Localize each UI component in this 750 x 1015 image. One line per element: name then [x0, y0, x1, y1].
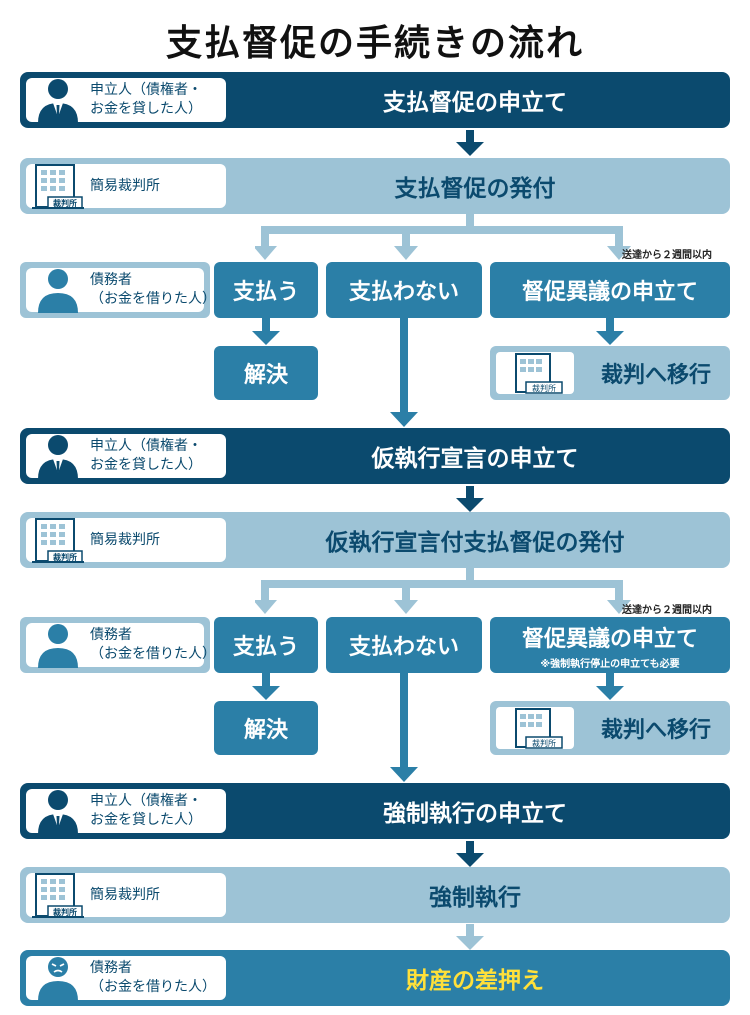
- branch-connector: [255, 568, 631, 614]
- actor-court: 裁判所 簡易裁判所: [26, 872, 226, 918]
- arrow-down-icon: [390, 318, 418, 427]
- arrow-down-icon: [456, 486, 484, 512]
- actor-label-line1: 債務者: [90, 272, 132, 288]
- actor-court: 裁判所 簡易裁判所: [26, 163, 226, 209]
- step-band-compulsory-execution: 裁判所 簡易裁判所 強制執行: [20, 867, 730, 923]
- resolved-box: 解決: [214, 701, 318, 755]
- option-no-pay: 支払わない: [326, 262, 482, 318]
- actor-label-line2: お金を貸した人）: [90, 457, 202, 473]
- step-band-payment-order-application: 申立人（債権者・お金を貸した人） 支払督促の申立て: [20, 72, 730, 128]
- trial-tile: 裁判所 裁判へ移行: [490, 346, 730, 400]
- page-title: 支払督促の手続きの流れ: [165, 23, 584, 64]
- actor-label-line1: 債務者: [90, 627, 132, 643]
- distressed-person-icon: [32, 955, 84, 1001]
- option-no-pay: 支払わない: [326, 617, 482, 673]
- court-sign: 裁判所: [53, 907, 77, 917]
- step-band-provisional-execution-application: 申立人（債権者・お金を貸した人） 仮執行宣言の申立て: [20, 428, 730, 484]
- actor-label: 簡易裁判所: [90, 886, 160, 903]
- actor-debtor: 債務者 （お金を借りた人）: [26, 622, 216, 668]
- person-icon: [32, 622, 84, 668]
- actor-court: 裁判所 簡易裁判所: [26, 517, 226, 563]
- trial-label: 裁判へ移行: [600, 363, 711, 388]
- actor-label-line1: 申立人（債権者・: [90, 793, 202, 809]
- step-label: 財産の差押え: [406, 968, 544, 994]
- arrow-down-icon: [252, 318, 280, 345]
- court-sign: 裁判所: [532, 738, 556, 748]
- option-pay: 支払う: [214, 617, 318, 673]
- person-icon: [32, 267, 84, 313]
- actor-debtor-tile: 債務者 （お金を借りた人）: [20, 617, 216, 673]
- arrow-down-icon: [596, 318, 624, 345]
- actor-label-line1: 申立人（債権者・: [90, 438, 202, 454]
- actor-label-line2: お金を貸した人）: [90, 812, 202, 828]
- deadline-note: 送達から２週間以内: [622, 250, 712, 261]
- person-suit-icon: [32, 433, 84, 479]
- actor-debtor-tile: 債務者 （お金を借りた人）: [20, 262, 216, 318]
- court-building-icon: 裁判所: [32, 163, 84, 209]
- objection-label: 督促異議の申立て: [521, 626, 698, 652]
- arrow-down-icon: [252, 673, 280, 700]
- actor-label-line2: お金を貸した人）: [90, 101, 202, 117]
- step-band-compulsory-execution-application: 申立人（債権者・お金を貸した人） 強制執行の申立て: [20, 783, 730, 839]
- arrow-down-icon: [456, 130, 484, 156]
- step-label: 仮執行宣言の申立て: [371, 446, 579, 472]
- actor-label-line2: （お金を借りた人）: [90, 291, 216, 307]
- step-label: 支払督促の発付: [394, 176, 556, 202]
- step-band-payment-order-issued: 裁判所 簡易裁判所 支払督促の発付: [20, 158, 730, 214]
- arrow-down-icon: [390, 673, 418, 782]
- step-label: 強制執行の申立て: [383, 801, 567, 827]
- court-sign: 裁判所: [53, 198, 77, 208]
- deadline-note: 送達から２週間以内: [622, 605, 712, 616]
- trial-tile: 裁判所 裁判へ移行: [490, 701, 730, 755]
- court-building-icon: 裁判所: [496, 352, 574, 394]
- stay-note: ※強制執行停止の申立ても必要: [540, 658, 680, 670]
- step-band-provisional-order-issued: 裁判所 簡易裁判所 仮執行宣言付支払督促の発付: [20, 512, 730, 568]
- actor-debtor: 債務者 （お金を借りた人）: [26, 267, 216, 313]
- court-sign: 裁判所: [532, 383, 556, 393]
- option-objection: 督促異議の申立て ※強制執行停止の申立ても必要: [490, 617, 730, 673]
- actor-creditor: 申立人（債権者・お金を貸した人）: [26, 77, 226, 123]
- arrow-down-icon: [456, 924, 484, 950]
- court-building-icon: 裁判所: [32, 872, 84, 918]
- actor-debtor: 債務者 （お金を借りた人）: [26, 955, 226, 1001]
- actor-label-line1: 申立人（債権者・: [90, 82, 202, 98]
- step-label: 仮執行宣言付支払督促の発付: [325, 530, 625, 556]
- actor-label-line2: （お金を借りた人）: [90, 646, 216, 662]
- court-building-icon: 裁判所: [496, 707, 574, 749]
- actor-label-line1: 債務者: [90, 960, 132, 976]
- resolved-box: 解決: [214, 346, 318, 400]
- person-suit-icon: [32, 788, 84, 834]
- option-pay: 支払う: [214, 262, 318, 318]
- step-label: 強制執行: [429, 885, 521, 911]
- branch-connector: [255, 214, 631, 260]
- court-sign: 裁判所: [53, 552, 77, 562]
- actor-label: 簡易裁判所: [90, 531, 160, 548]
- actor-label: 簡易裁判所: [90, 177, 160, 194]
- option-objection: 督促異議の申立て: [490, 262, 730, 318]
- actor-label-line2: （お金を借りた人）: [90, 979, 216, 995]
- arrow-down-icon: [456, 841, 484, 867]
- trial-label: 裁判へ移行: [600, 718, 711, 743]
- court-building-icon: 裁判所: [32, 517, 84, 563]
- person-suit-icon: [32, 77, 84, 123]
- step-band-asset-seizure: 債務者 （お金を借りた人） 財産の差押え: [20, 950, 730, 1006]
- actor-creditor: 申立人（債権者・お金を貸した人）: [26, 788, 226, 834]
- step-label: 支払督促の申立て: [383, 90, 567, 116]
- arrow-down-icon: [596, 673, 624, 700]
- actor-creditor: 申立人（債権者・お金を貸した人）: [26, 433, 226, 479]
